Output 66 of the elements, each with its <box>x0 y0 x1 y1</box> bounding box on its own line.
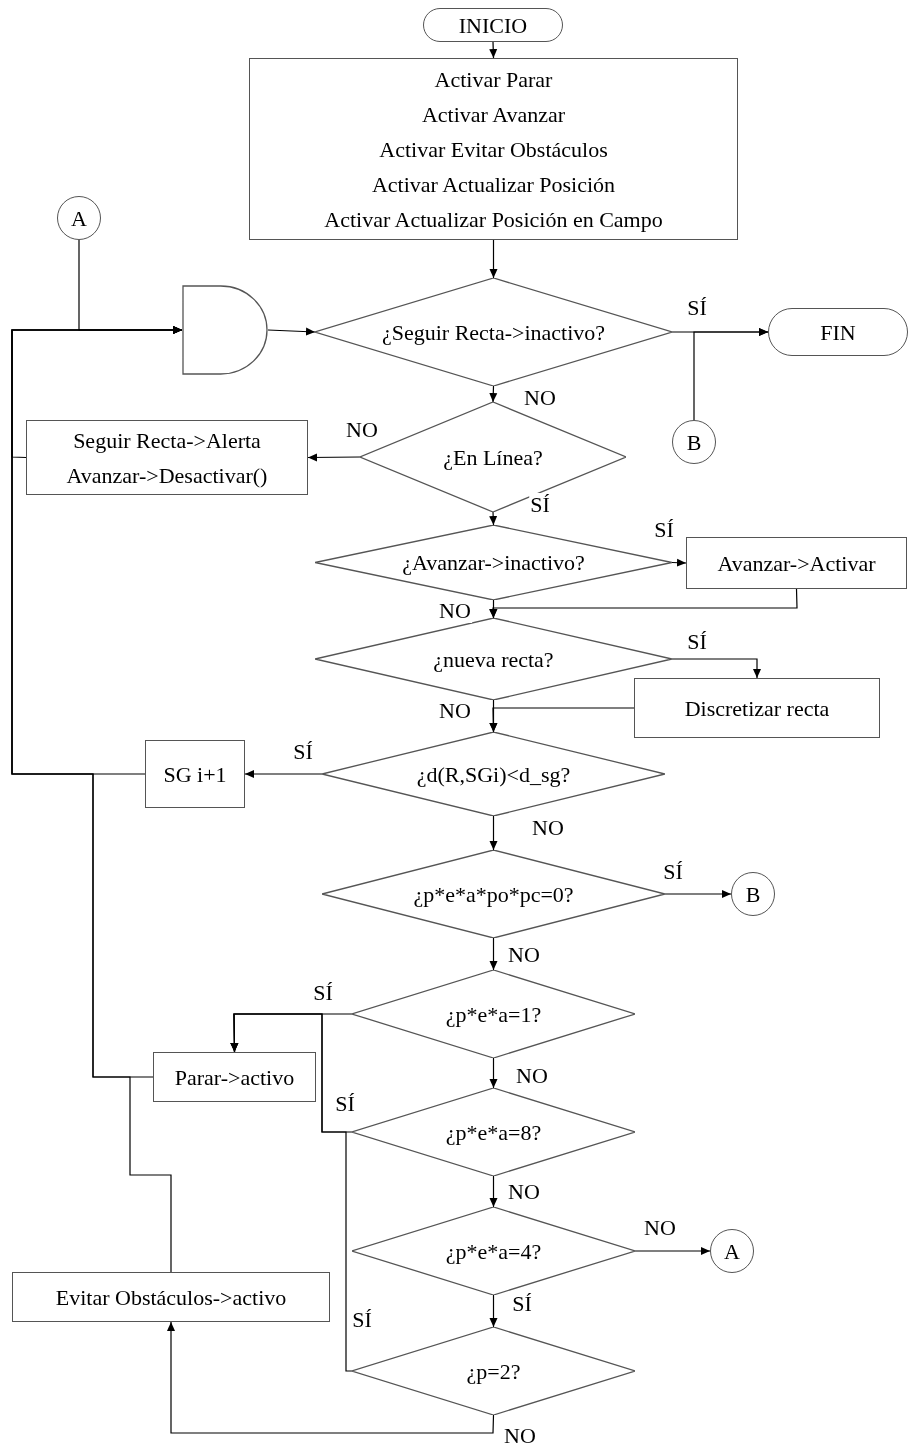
node-text: B <box>745 880 761 909</box>
node-text: B <box>686 428 702 457</box>
node-text: SG i+1 <box>163 760 227 789</box>
process-box <box>249 58 738 240</box>
node-text: ¿Avanzar->inactivo? <box>402 549 585 577</box>
node-text: ¿p=2? <box>466 1357 521 1386</box>
node-text: ¿Seguir Recta->inactivo? <box>381 318 606 347</box>
arrow <box>267 327 316 336</box>
arrow <box>664 890 732 898</box>
node-text: A <box>71 204 87 233</box>
node-text: A <box>724 1237 740 1266</box>
node-text: ¿nueva recta? <box>433 645 554 674</box>
arrow <box>671 658 761 679</box>
process-box <box>145 740 245 808</box>
arrow <box>693 328 769 421</box>
arrow <box>489 41 498 59</box>
process-box <box>153 1052 316 1102</box>
arrow <box>489 707 635 733</box>
arrow <box>489 815 498 851</box>
decision-diamond <box>352 970 635 1058</box>
node-text: Activar Parar <box>434 65 553 94</box>
node-text: Seguir Recta->Alerta <box>73 426 261 455</box>
process-box <box>686 537 907 589</box>
node-text: Activar Actualizar Posición <box>371 170 616 199</box>
node-text: ¿p*e*a=1? <box>445 1000 542 1029</box>
decision-diamond <box>315 618 672 700</box>
node-text: ¿En Línea? <box>443 443 543 472</box>
arrow <box>307 453 361 462</box>
node-text: Avanzar->Activar <box>717 549 876 578</box>
arrow <box>11 326 183 1273</box>
process-box <box>634 678 880 738</box>
decision-diamond <box>322 732 665 816</box>
decision-diamond <box>322 850 665 938</box>
arrow <box>489 239 498 279</box>
node-text: ¿p*e*a=8? <box>445 1118 542 1147</box>
node-text: ¿d(R,SGi)<d_sg? <box>416 760 571 789</box>
arrow <box>489 385 498 403</box>
decision-diamond <box>352 1207 635 1295</box>
arrow <box>634 1247 711 1255</box>
node-text: Parar->activo <box>174 1063 295 1092</box>
arrow <box>489 937 498 971</box>
node-text: INICIO <box>458 11 528 40</box>
decision-diamond <box>315 278 672 386</box>
arrow <box>489 1057 498 1089</box>
decision-diamond <box>352 1088 635 1176</box>
node-text: FIN <box>820 318 856 347</box>
node-text: Activar Avanzar <box>421 100 566 129</box>
process-box <box>12 1272 330 1322</box>
arrow <box>167 1321 495 1434</box>
merge-gate <box>182 285 268 375</box>
node-text: Activar Evitar Obstáculos <box>379 135 608 164</box>
arrow <box>671 558 687 567</box>
arrow <box>489 1294 498 1328</box>
arrow <box>489 511 498 526</box>
arrow <box>489 588 798 619</box>
arrow <box>230 1013 353 1372</box>
node-text: Discretizar recta <box>684 694 830 723</box>
node-text: Activar Actualizar Posición en Campo <box>324 205 663 234</box>
process-box <box>26 420 308 495</box>
node-text: ¿p*e*a*po*pc=0? <box>413 880 574 909</box>
node-text: Avanzar->Desactivar() <box>66 461 268 490</box>
decision-diamond <box>352 1327 635 1415</box>
node-text: ¿p*e*a=4? <box>445 1237 542 1266</box>
arrow <box>244 770 323 778</box>
arrow <box>489 1175 498 1208</box>
node-text: Evitar Obstáculos->activo <box>55 1283 287 1312</box>
